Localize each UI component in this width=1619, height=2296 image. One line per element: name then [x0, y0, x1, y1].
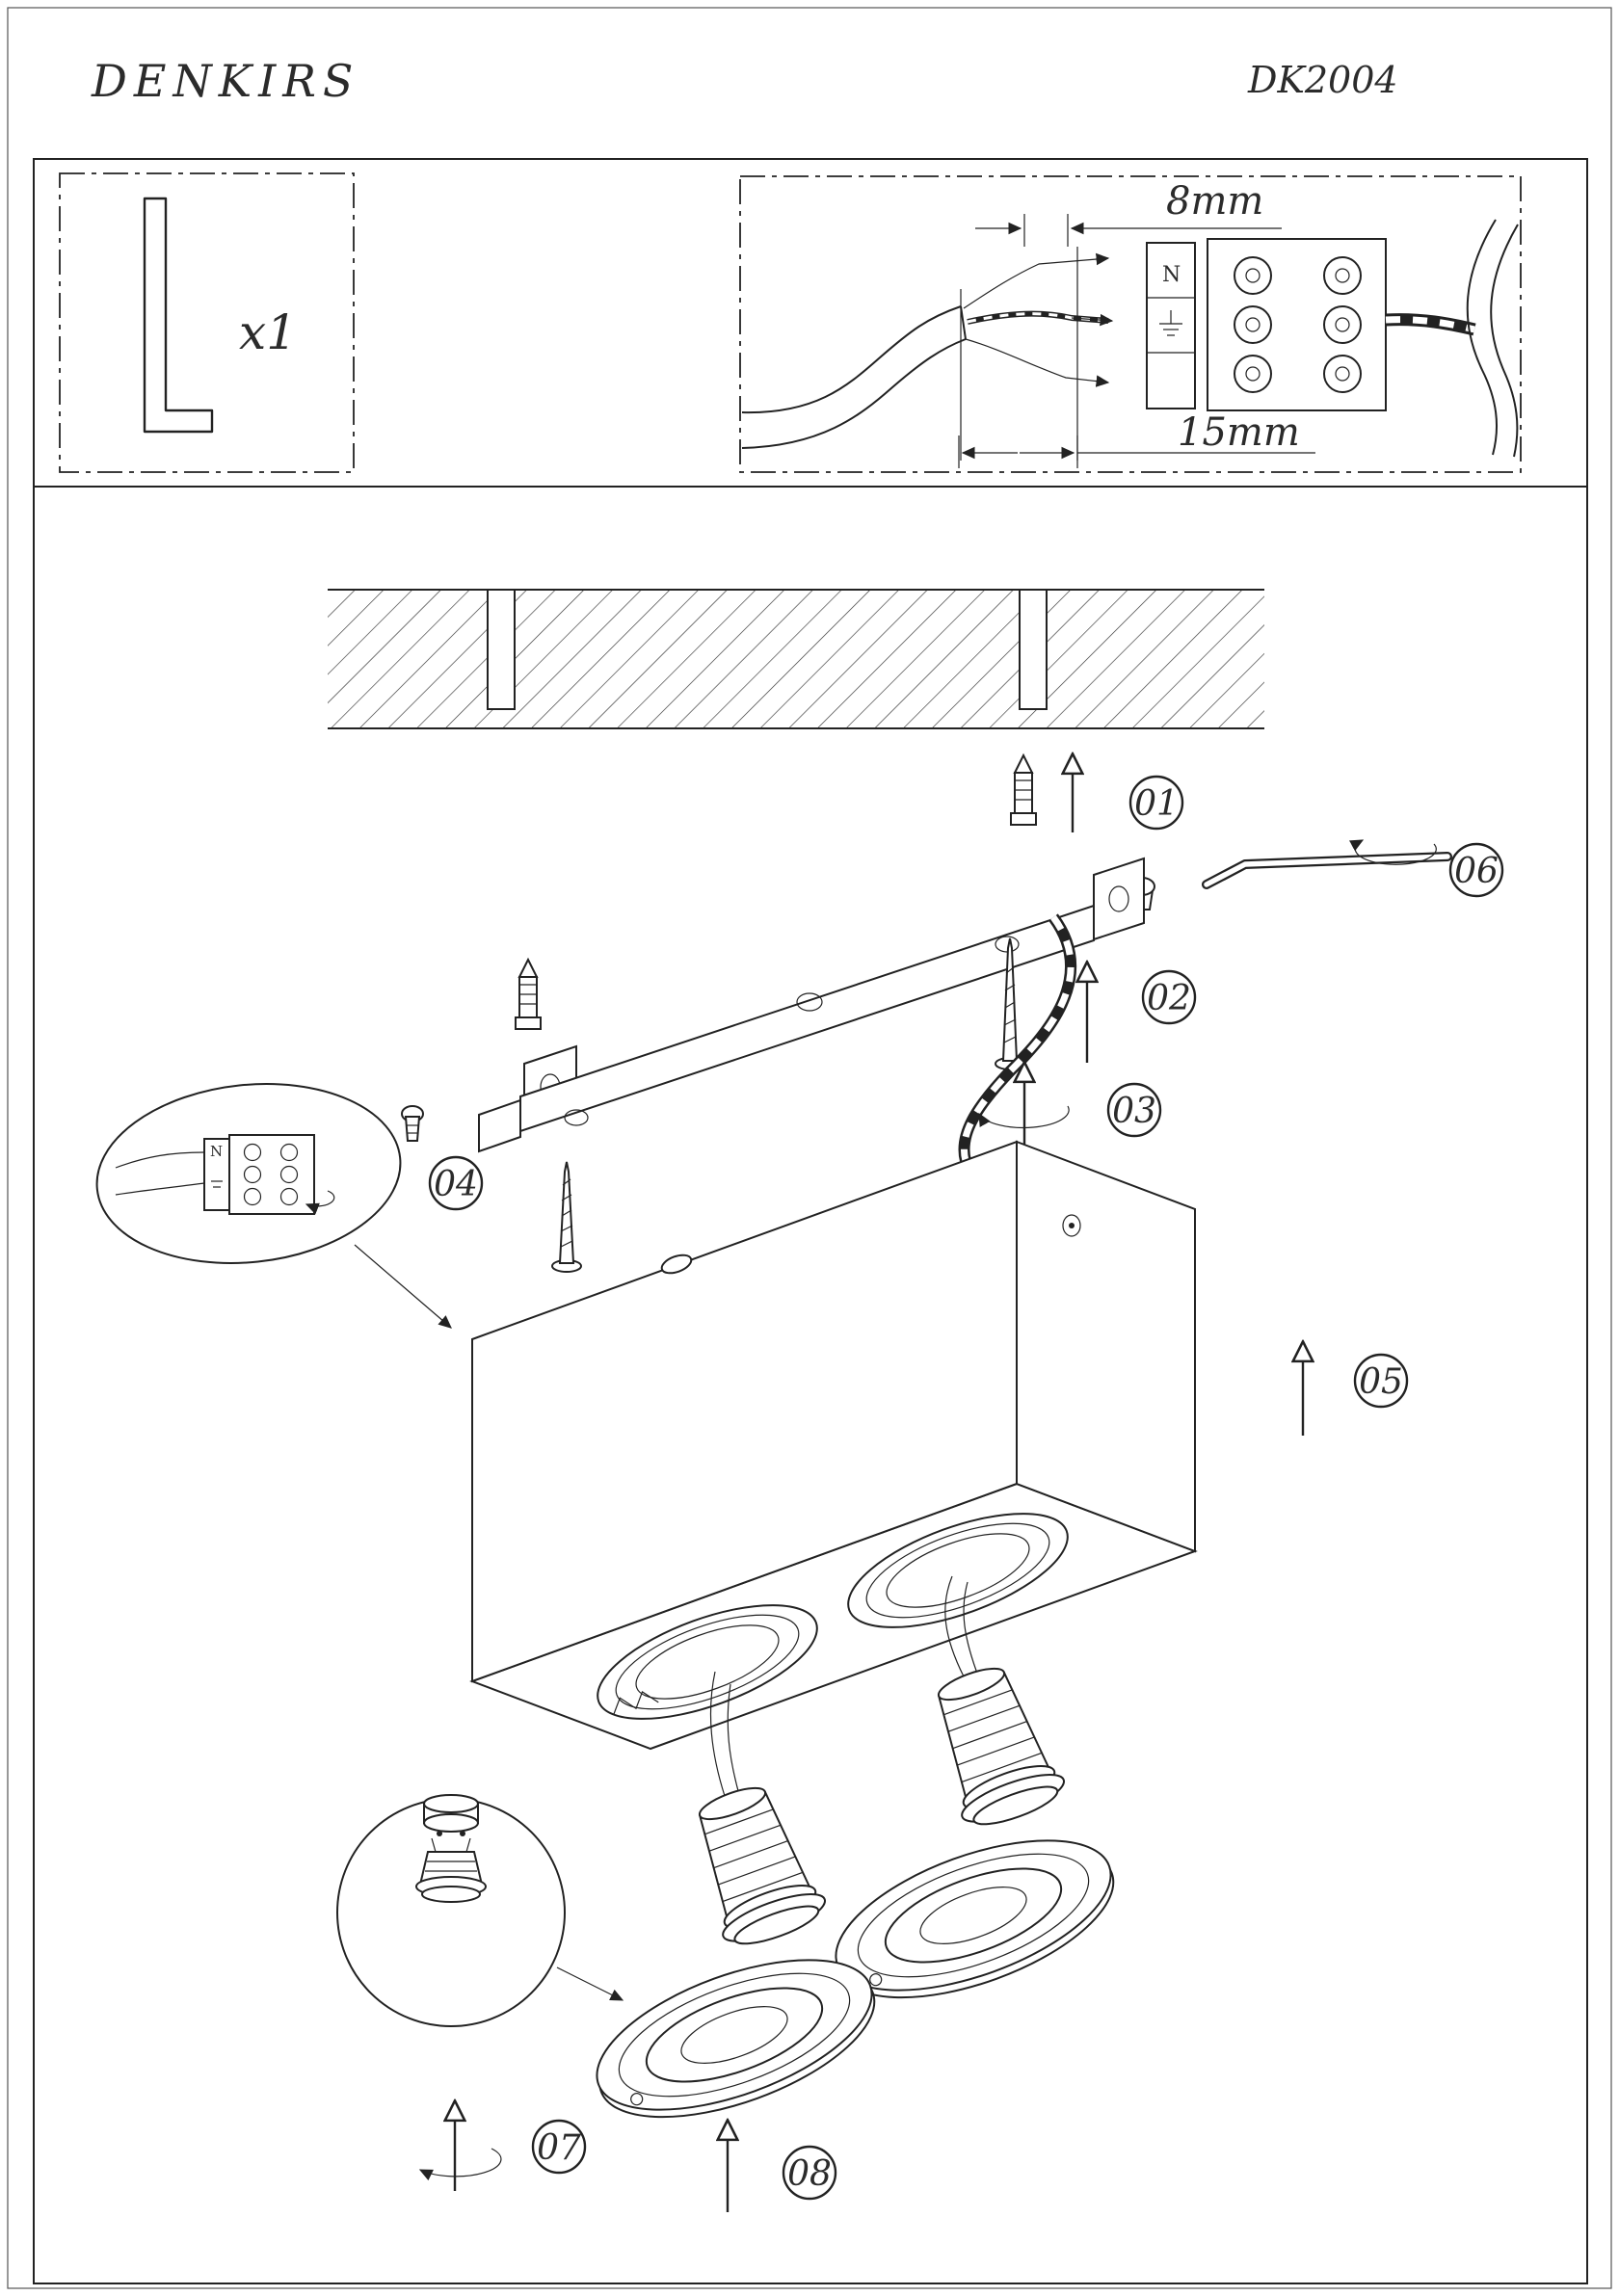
step-badge-06: 06 — [1448, 842, 1504, 898]
svg-text:03: 03 — [1112, 1092, 1156, 1131]
rotate-arrow-07 — [418, 2148, 502, 2181]
brand-logo: DENKIRS — [91, 55, 359, 107]
fixture-body — [469, 1140, 1198, 1751]
svg-text:05: 05 — [1359, 1362, 1403, 1402]
rotate-arrow-03 — [978, 1105, 1070, 1129]
step-badge-04: 04 — [428, 1155, 484, 1211]
step-badge-01: 01 — [1128, 775, 1184, 831]
screw-connector-block — [1207, 238, 1387, 411]
parts-box: x1 — [59, 172, 355, 473]
fixture-right-face — [1016, 1140, 1196, 1553]
terminal-neutral-label: N — [1162, 263, 1181, 287]
dim-15mm-label: 15mm — [1178, 410, 1300, 455]
step-badge-08: 08 — [782, 2145, 837, 2201]
step-badge-05: 05 — [1353, 1353, 1409, 1409]
trim-ring-right — [835, 1839, 1115, 1999]
svg-text:08: 08 — [787, 2154, 832, 2194]
hex-key-qty: x1 — [239, 304, 297, 360]
retaining-spring — [613, 1691, 659, 1715]
step-badge-03: 03 — [1106, 1082, 1162, 1138]
side-screw-hole — [1062, 1214, 1081, 1237]
ground-symbol — [1159, 310, 1182, 336]
lamp-opening-left — [597, 1604, 818, 1720]
socket-detail — [423, 1794, 479, 1836]
dimension-15mm: 15mm — [958, 410, 1315, 468]
fixture-front-face — [471, 1140, 1018, 1683]
gu10-bulb-left — [698, 1786, 827, 1945]
balloon-leader-07 — [556, 1966, 624, 2001]
bulb-detail-balloon — [336, 1794, 624, 2027]
mounting-bracket — [478, 857, 1145, 1153]
gu10-bulb-right — [937, 1667, 1066, 1826]
svg-text:01: 01 — [1134, 784, 1179, 824]
step-badge-02: 02 — [1141, 969, 1197, 1025]
svg-text:04: 04 — [434, 1165, 478, 1204]
output-wire — [1385, 313, 1476, 336]
model-number: DK2004 — [1247, 59, 1398, 101]
wiring-box: 8mm N — [739, 175, 1522, 473]
top-mount-hole — [660, 1254, 693, 1275]
drill-hole-left — [487, 589, 516, 710]
trim-ring-left — [596, 1959, 876, 2119]
drawing-frame — [33, 158, 1588, 2284]
mini-neutral-label: N — [210, 1143, 223, 1160]
lamp-opening-right — [847, 1513, 1069, 1628]
hex-key-icon — [143, 197, 214, 434]
terminal-block: N — [1146, 242, 1196, 409]
wall-anchor-left — [515, 957, 542, 1030]
wall-anchor-right — [1010, 752, 1037, 826]
dim-8mm-label: 8mm — [1166, 179, 1263, 224]
bulb-detail — [415, 1837, 487, 1903]
svg-text:06: 06 — [1454, 852, 1499, 891]
supply-cable — [741, 305, 967, 449]
wire-leads — [960, 247, 1114, 461]
terminal-detail-balloon: N — [95, 1083, 452, 1329]
right-cable — [1466, 219, 1519, 458]
ceiling-section — [328, 589, 1264, 729]
page-border — [7, 7, 1612, 2289]
drill-hole-right — [1019, 589, 1048, 710]
lamp-wires — [709, 1575, 980, 1799]
mounting-screw-left — [551, 1161, 582, 1273]
rotate-arrow-06 — [1349, 839, 1437, 865]
svg-text:02: 02 — [1147, 979, 1191, 1018]
svg-text:07: 07 — [537, 2128, 581, 2168]
step-badge-07: 07 — [531, 2119, 587, 2175]
dimension-8mm: 8mm — [975, 179, 1282, 247]
balloon-leader-04 — [354, 1244, 452, 1329]
small-bolt — [401, 1105, 424, 1142]
hex-key-tool — [1202, 852, 1452, 889]
